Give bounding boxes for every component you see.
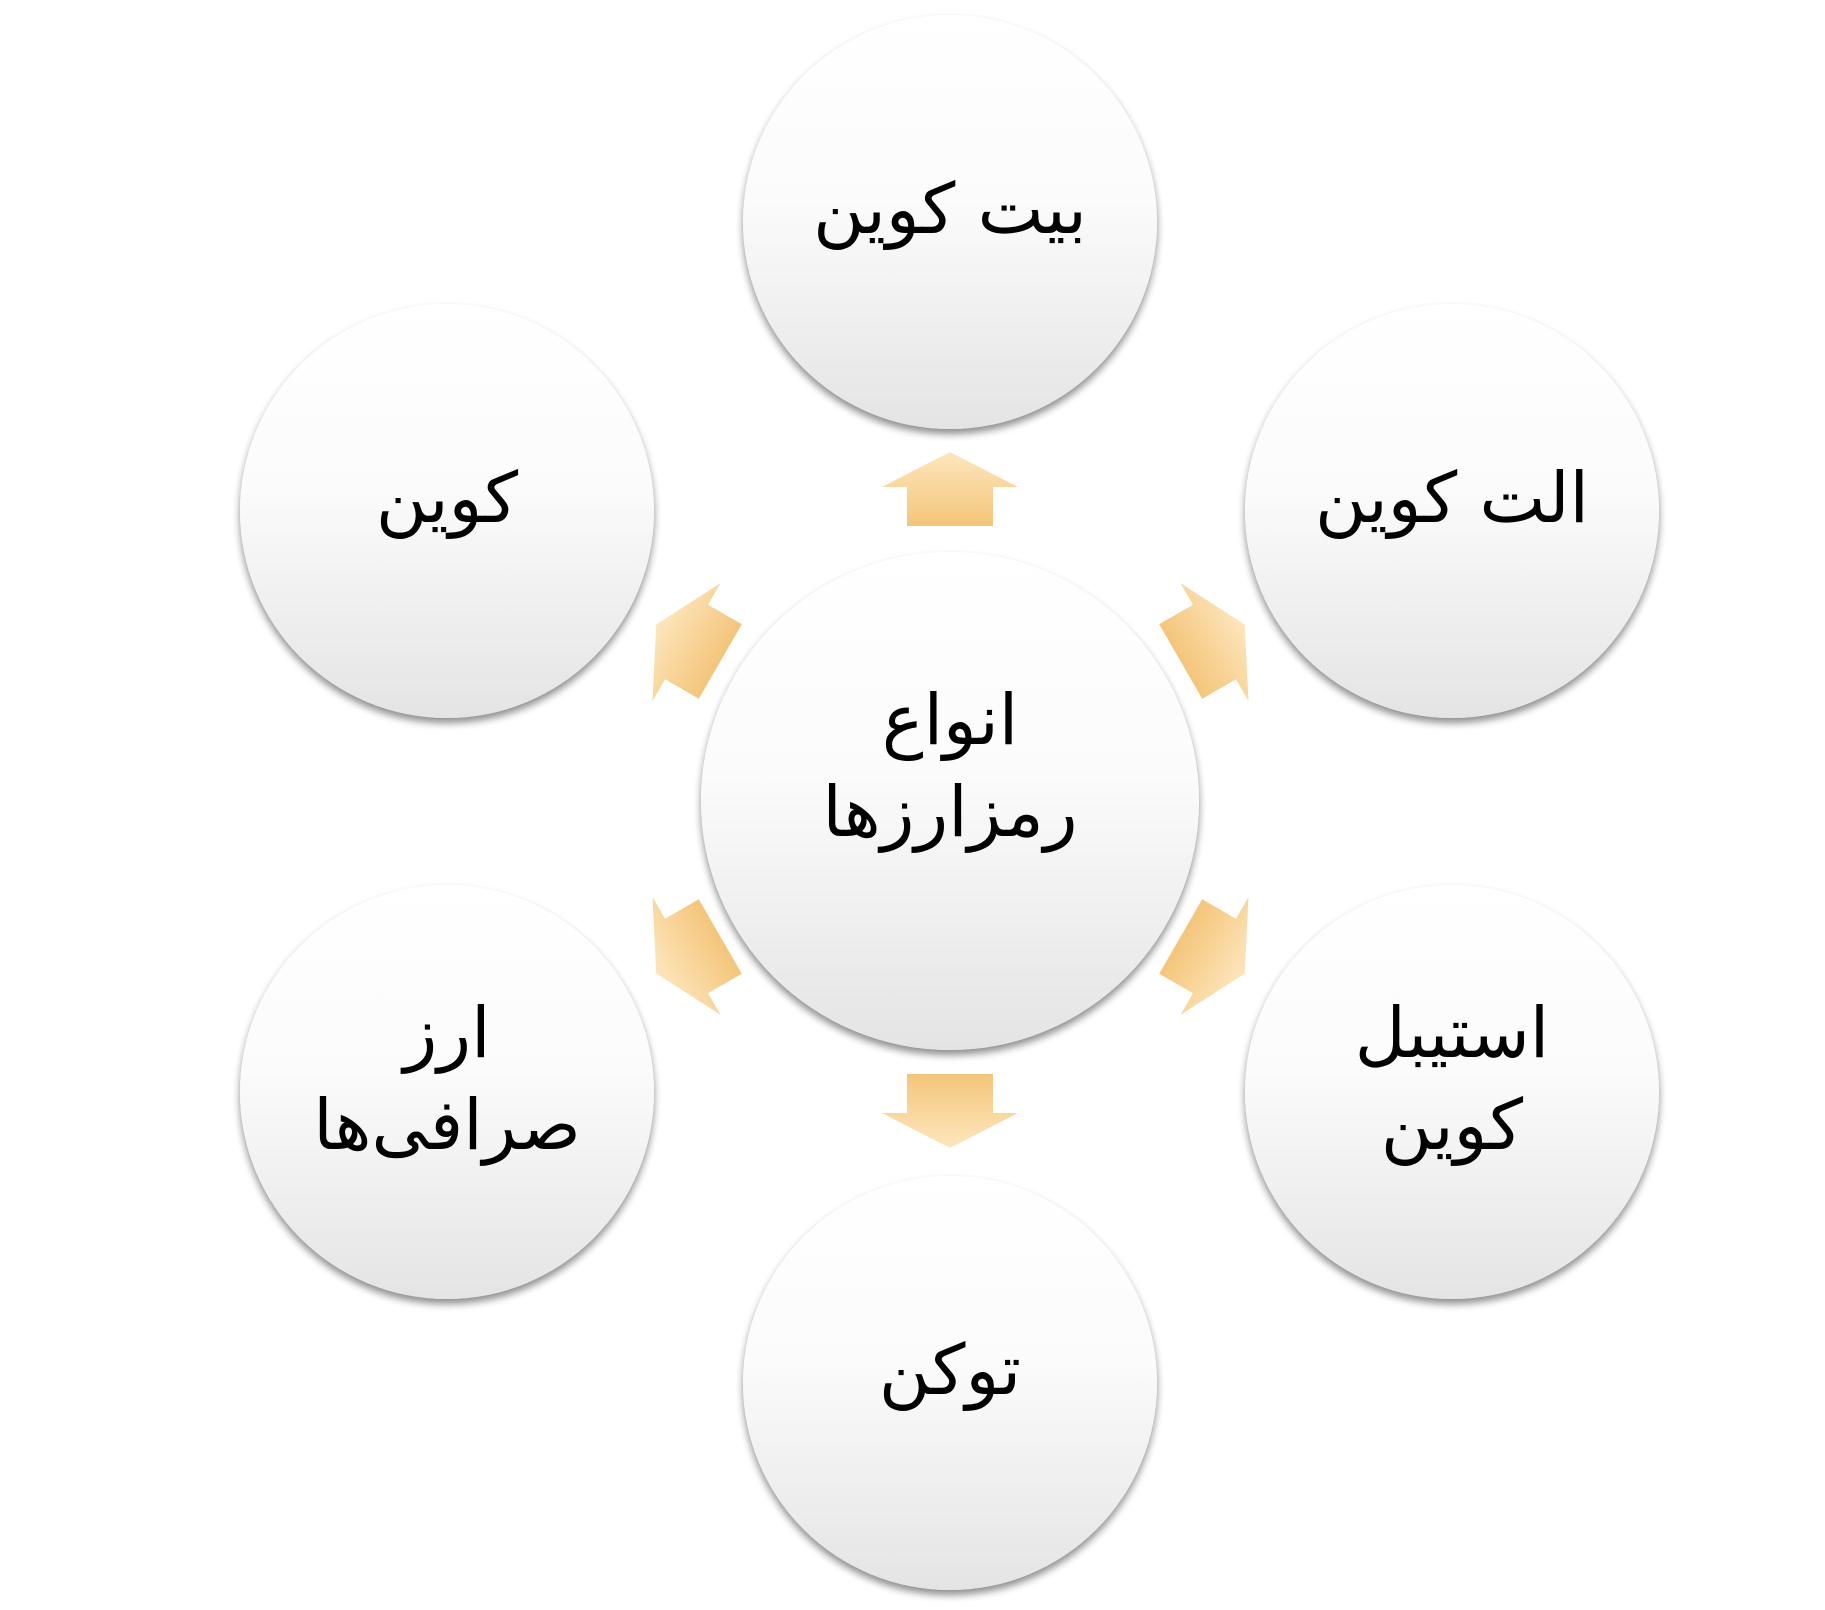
node-top: بیت کوین — [743, 15, 1157, 429]
arrow-to-bottom — [882, 1074, 1018, 1148]
arrow-to-top-left — [652, 583, 742, 701]
node-label: توکن — [879, 1329, 1021, 1411]
node-label: ارز — [400, 992, 490, 1074]
arrow-to-top — [882, 452, 1018, 526]
node-label: انواع — [882, 679, 1018, 761]
node-top-left: کوین — [240, 304, 654, 718]
center-node: انواع رمزارزها — [701, 552, 1199, 1050]
node-label: رمزارزها — [822, 771, 1077, 853]
node-label: بیت کوین — [813, 168, 1087, 250]
arrow-to-bottom-left — [652, 897, 742, 1015]
node-circle — [1245, 304, 1659, 718]
node-circle — [743, 15, 1157, 429]
node-bottom: توکن — [743, 1176, 1157, 1590]
node-circle — [240, 304, 654, 718]
node-circle — [701, 552, 1199, 1050]
node-bottom-right: استیبل کوین — [1245, 885, 1659, 1299]
node-label: کوین — [376, 457, 519, 539]
node-circle — [743, 1176, 1157, 1590]
node-label: کوین — [1381, 1084, 1524, 1166]
node-circle — [1245, 885, 1659, 1299]
node-bottom-left: ارز صرافی‌ها — [240, 885, 654, 1299]
node-top-right: الت کوین — [1245, 304, 1659, 718]
node-label: الت کوین — [1315, 457, 1589, 539]
arrow-to-top-right — [1159, 583, 1249, 701]
arrow-to-bottom-right — [1159, 897, 1249, 1015]
node-circle — [240, 885, 654, 1299]
node-label: استیبل — [1355, 992, 1549, 1074]
node-label: صرافی‌ها — [313, 1084, 581, 1166]
